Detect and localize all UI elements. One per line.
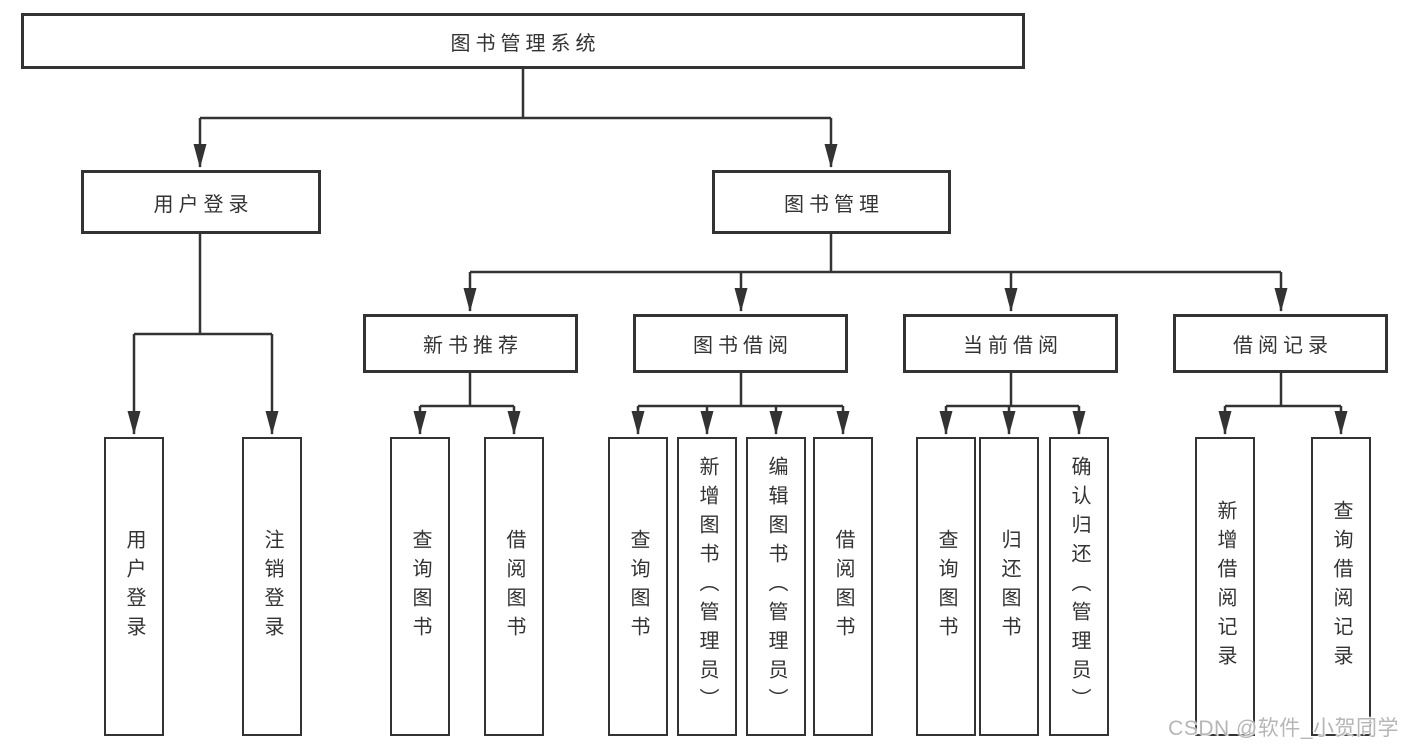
node-label: 注销登录 bbox=[261, 528, 283, 645]
node-library-system: 图书管理系统 bbox=[21, 13, 1025, 69]
node-new-book-recommend: 新书推荐 bbox=[363, 314, 578, 373]
node-book-management: 图书管理 bbox=[712, 170, 951, 234]
node-label: 查询图书 bbox=[409, 528, 431, 645]
node-book-borrow: 图书借阅 bbox=[633, 314, 848, 373]
node-label: 用户登录 bbox=[153, 193, 254, 216]
leaf-query-borrow-record: 查询借阅记录 bbox=[1311, 437, 1371, 736]
node-label: 借阅记录 bbox=[1233, 335, 1333, 357]
leaf-add-book-admin: 新增图书（管理员） bbox=[677, 437, 737, 736]
leaf-return-book: 归还图书 bbox=[979, 437, 1039, 736]
node-label: 借阅图书 bbox=[503, 528, 525, 645]
node-borrow-records: 借阅记录 bbox=[1173, 314, 1388, 373]
leaf-query-books-current: 查询图书 bbox=[916, 437, 976, 736]
node-label: 查询图书 bbox=[935, 528, 957, 645]
leaf-borrow-books-recommend: 借阅图书 bbox=[484, 437, 544, 736]
leaf-user-login: 用户登录 bbox=[104, 437, 164, 736]
node-label: 图书管理系统 bbox=[450, 32, 601, 55]
node-label: 查询图书 bbox=[627, 528, 649, 645]
node-label: 新增图书（管理员） bbox=[696, 456, 718, 717]
node-label: 图书借阅 bbox=[693, 335, 793, 357]
node-label: 用户登录 bbox=[123, 528, 145, 645]
node-label: 借阅图书 bbox=[832, 528, 854, 645]
leaf-query-books-borrow: 查询图书 bbox=[608, 437, 668, 736]
leaf-add-borrow-record: 新增借阅记录 bbox=[1195, 437, 1255, 736]
node-user-login: 用户登录 bbox=[81, 170, 321, 234]
watermark: CSDN @软件_小贺同学 bbox=[1168, 717, 1399, 740]
node-label: 图书管理 bbox=[784, 193, 884, 216]
leaf-confirm-return-admin: 确认归还（管理员） bbox=[1049, 437, 1109, 736]
node-label: 新书推荐 bbox=[423, 335, 523, 357]
node-label: 查询借阅记录 bbox=[1330, 499, 1352, 674]
leaf-borrow-books: 借阅图书 bbox=[813, 437, 873, 736]
leaf-query-books-recommend: 查询图书 bbox=[390, 437, 450, 736]
leaf-edit-book-admin: 编辑图书（管理员） bbox=[746, 437, 806, 736]
node-label: 编辑图书（管理员） bbox=[765, 456, 787, 717]
node-label: 确认归还（管理员） bbox=[1068, 456, 1090, 717]
leaf-logout: 注销登录 bbox=[242, 437, 302, 736]
node-label: 新增借阅记录 bbox=[1214, 499, 1236, 674]
node-label: 归还图书 bbox=[998, 528, 1020, 645]
node-current-borrow: 当前借阅 bbox=[903, 314, 1118, 373]
node-label: 当前借阅 bbox=[963, 335, 1063, 357]
